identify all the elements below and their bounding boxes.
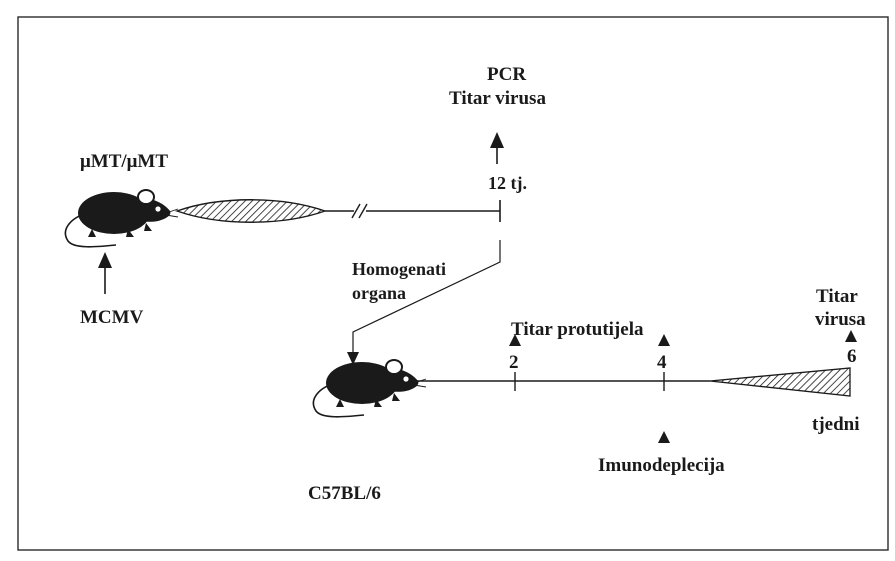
bottom-virus-titer-label-line1: Titar: [816, 286, 858, 307]
transfer-label-line1: Homogenati: [352, 259, 446, 279]
tick-label-6: 6: [847, 346, 857, 367]
bottom-virus-titer-label-line2: virusa: [815, 309, 866, 330]
up-arrow-icon: [98, 252, 112, 294]
antibody-titer-label: Titar protutijela: [511, 319, 644, 340]
mouse-icon: [313, 360, 426, 417]
bottom-mouse-strain-label: C57BL/6: [308, 483, 381, 504]
timeline-break-mark: [352, 204, 367, 218]
tick-label-2: 2: [509, 352, 519, 373]
mcmv-label: MCMV: [80, 307, 144, 328]
tick-label-4: 4: [657, 352, 667, 373]
weeks-unit-label: tjedni: [812, 414, 860, 435]
top-mouse-strain-label: μMT/μMT: [80, 151, 168, 172]
top-virus-titer-label: Titar virusa: [449, 88, 546, 109]
virus-growth-wedge: [710, 368, 850, 396]
mouse-icon: [65, 190, 178, 247]
immunodepletion-label: Imunodeplecija: [598, 455, 725, 476]
triangle-marker-icon: [845, 330, 857, 342]
transfer-label-line2: organa: [352, 283, 406, 303]
up-arrow-icon: [490, 132, 504, 164]
endpoint-time-label: 12 tj.: [488, 173, 527, 193]
infection-phase-spindle: [177, 200, 325, 223]
pcr-label: PCR: [487, 64, 526, 85]
triangle-marker-icon: [658, 334, 670, 346]
triangle-marker-icon: [658, 431, 670, 443]
